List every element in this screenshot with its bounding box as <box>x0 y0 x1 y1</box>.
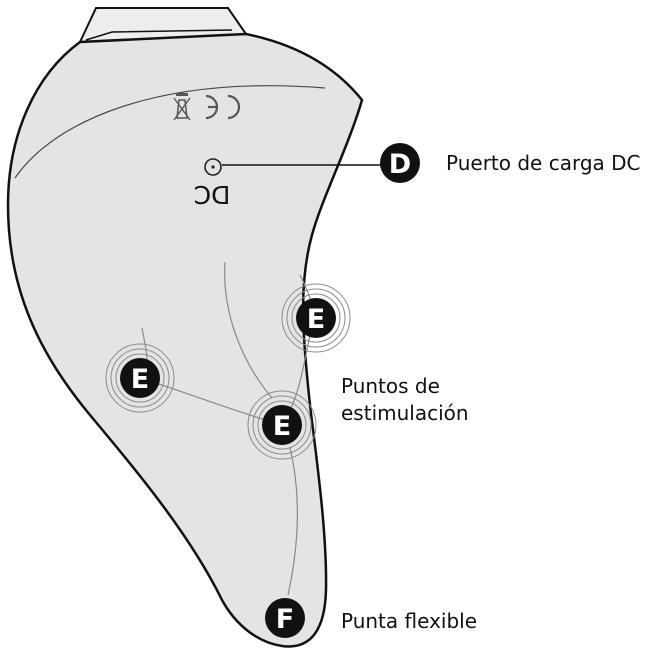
svg-text:D: D <box>389 149 411 180</box>
svg-text:F: F <box>276 604 294 635</box>
dc-port-marking: DC <box>194 180 231 209</box>
stimulation-points-label-line1: Puntos de <box>341 374 440 398</box>
stimulation-point-e-upper: E <box>281 283 351 353</box>
weee-bin-icon <box>173 93 191 121</box>
callout-badge-d: D <box>380 143 420 183</box>
certification-marks <box>173 93 241 121</box>
flexible-tip-label: Punta flexible <box>341 609 478 633</box>
dc-port-label: Puerto de carga DC <box>446 151 641 175</box>
stimulation-point-e-left: E <box>105 343 175 413</box>
svg-text:E: E <box>273 411 291 442</box>
svg-text:E: E <box>131 364 149 395</box>
dc-port <box>204 158 222 176</box>
stimulation-points-label-line2: estimulación <box>341 401 469 425</box>
body-contour-line <box>14 85 326 179</box>
device-body <box>6 32 364 648</box>
svg-text:E: E <box>307 304 325 335</box>
ce-mark-icon <box>205 94 241 120</box>
callout-badge-f: F <box>265 598 305 638</box>
stimulation-point-e-center: E <box>247 390 317 460</box>
